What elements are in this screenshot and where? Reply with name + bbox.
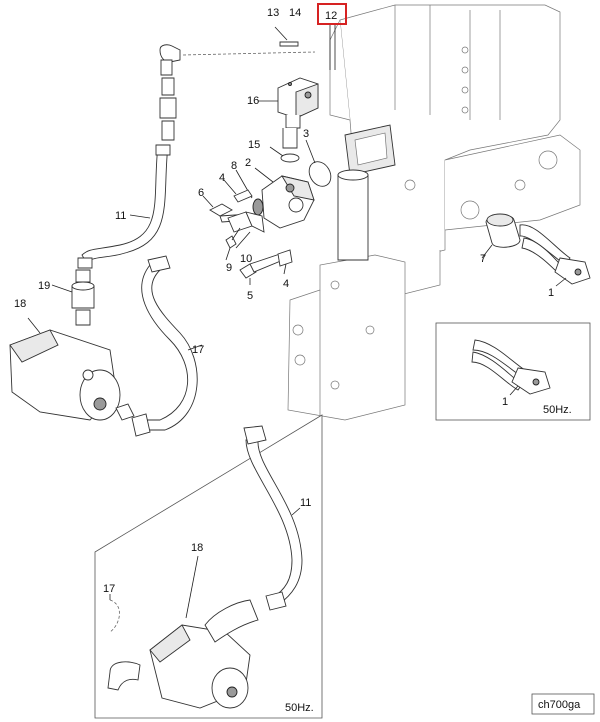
part-16-solenoid-valve [258,77,319,149]
part-3-oring [308,161,332,187]
part-19-connector [51,281,95,326]
reference-code-box [531,693,595,715]
highlight-box-12 [317,3,347,25]
part-4-screw-lower [277,249,293,275]
callout-18-inset: 18 [191,542,203,554]
callout-13: 13 [267,7,279,19]
callout-5: 5 [247,290,253,302]
callout-10: 10 [240,253,252,265]
callout-9: 9 [226,262,232,274]
part-2-valve-body [254,167,315,229]
heater-inset-label: 50Hz. [543,404,572,416]
part-11-fittings-lower [75,269,91,283]
callout-19: 19 [38,280,50,292]
part-4-screw-upper [223,179,253,203]
callout-1: 1 [548,287,554,299]
part-13-screw [274,26,299,47]
callout-4-lower: 4 [283,278,289,290]
part-9-pin [225,227,241,261]
callout-14: 14 [289,7,301,19]
heater-50hz-inset [435,322,591,421]
part-17-hose [131,255,203,437]
callout-18: 18 [14,298,26,310]
part-10-fitting [227,211,265,249]
top-supply-pipe [159,44,316,141]
part-15-oring [280,153,300,163]
boiler-body [287,4,581,421]
callout-16: 16 [247,95,259,107]
callout-11: 11 [115,210,126,222]
callout-3: 3 [303,128,309,140]
part-11-hose [77,144,171,269]
callout-15: 15 [248,139,260,151]
part-1-heating-element [519,224,591,287]
callout-17-inset: 17 [103,583,115,595]
callout-12: 12 [325,10,337,22]
pump-outlet-fitting [115,403,135,421]
callout-6: 6 [198,187,204,199]
callout-2: 2 [245,157,251,169]
part-12-gasket [329,25,336,70]
callout-17: 17 [192,344,204,356]
pump-inset-label: 50Hz. [285,702,314,714]
part-7-adaptor [481,213,521,259]
callout-1-inset: 1 [502,396,508,408]
callout-7: 7 [480,253,486,265]
callout-11-inset: 11 [300,497,311,509]
part-18-pump-motor [9,317,121,421]
part-8-seal [252,198,264,216]
callout-4-upper: 4 [219,172,225,184]
callout-8: 8 [231,160,237,172]
pump-50hz-inset [94,414,323,719]
reference-code: ch700ga [538,699,581,711]
